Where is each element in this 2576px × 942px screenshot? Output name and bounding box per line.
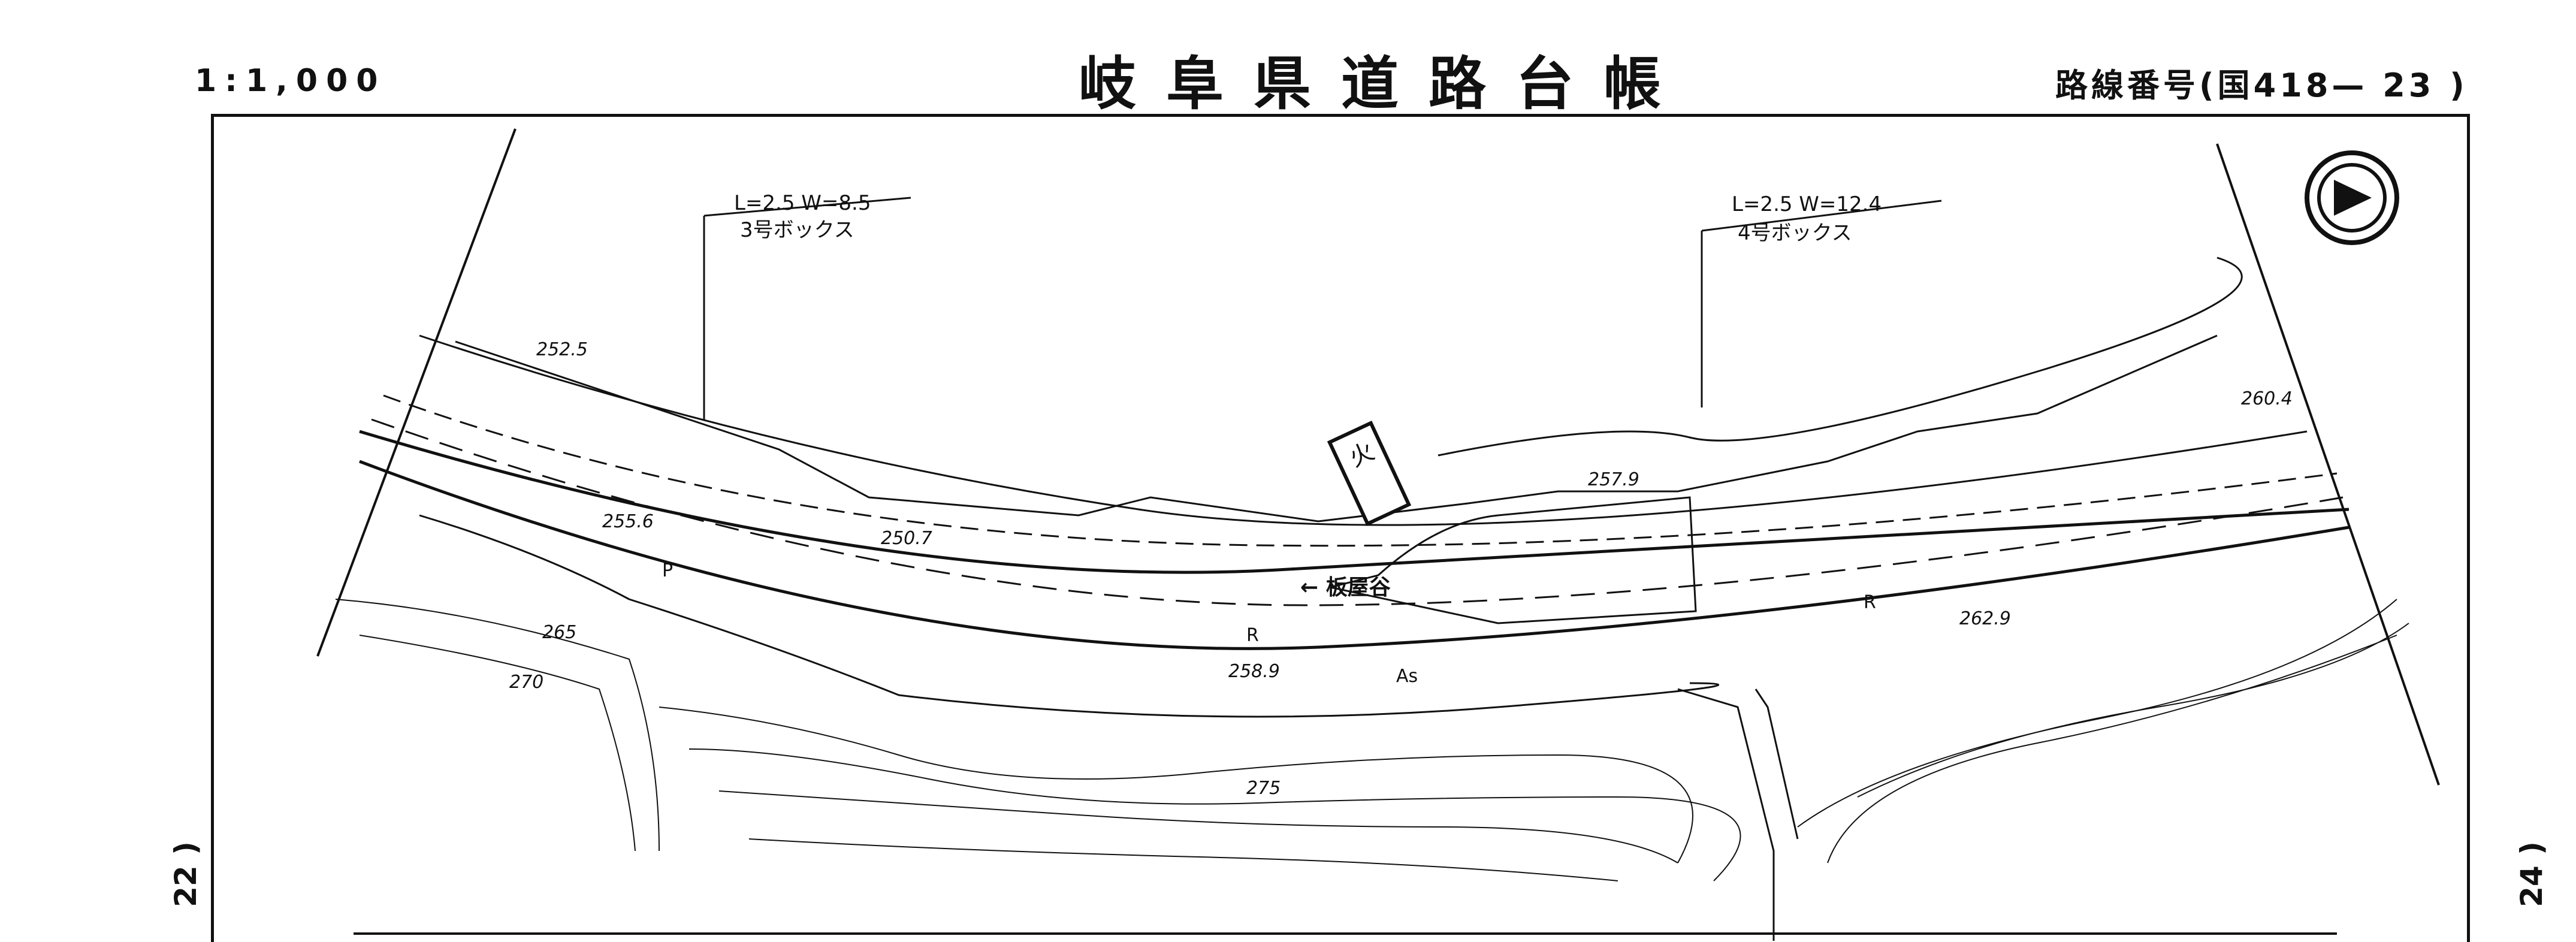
north-arrow-icon — [2305, 150, 2399, 245]
fire-hydrant-sign: 火 — [1327, 420, 1412, 527]
page-title: 岐阜県道路台帳 — [1079, 50, 1691, 117]
sheet-boundary-right — [2216, 143, 2440, 786]
valley-floor-2 — [1754, 689, 1799, 840]
culvert-callout-1: L=2.5 W=8.5 3号ボックス — [703, 191, 911, 419]
map-frame — [211, 114, 2470, 942]
retaining-wall-north — [455, 334, 2218, 523]
plot-outline — [1330, 496, 1697, 624]
road-centerline — [371, 418, 2344, 606]
route-number: 路線番号(国418— 23 ) — [2055, 67, 2468, 104]
river-bank — [419, 514, 1719, 718]
contour-label-270: 270 — [509, 672, 543, 693]
road-label-r-east: R — [1864, 592, 1876, 613]
culvert-1-dimensions: L=2.5 W=8.5 — [734, 191, 871, 215]
elevation-252-5: 252.5 — [536, 339, 588, 360]
elevation-250-7: 250.7 — [881, 528, 932, 549]
culvert-callout-2: L=2.5 W=12.4 4号ボックス — [1701, 192, 1942, 407]
elevation-257-9: 257.9 — [1588, 469, 1639, 490]
road-edge-south — [359, 460, 2349, 650]
contour-label-265: 265 — [542, 622, 576, 643]
contour-lines — [335, 599, 2409, 881]
map-scale: 1:1,000 — [195, 63, 386, 99]
elevation-255-6: 255.6 — [602, 511, 654, 532]
road-edge-outer-north — [419, 334, 2308, 526]
elevation-258-9: 258.9 — [1228, 661, 1280, 682]
road-edge-north — [359, 430, 2349, 574]
road-label-r: R — [1246, 625, 1259, 646]
culvert-2-dimensions: L=2.5 W=12.4 — [1732, 192, 1882, 216]
elevation-262-9: 262.9 — [1959, 608, 2011, 629]
culvert-2-type: 4号ボックス — [1738, 221, 1852, 245]
embankment-north — [1438, 256, 2243, 457]
road-label-as: As — [1396, 666, 1418, 687]
place-name-itayadani: ← 板屋谷 — [1300, 575, 1391, 600]
culvert-1-type: 3号ボックス — [740, 218, 854, 242]
contour-label-275: 275 — [1246, 778, 1281, 799]
sheet-boundary-left — [316, 128, 517, 657]
road-label-p: P — [662, 560, 673, 581]
valley-floor — [1677, 688, 1775, 941]
elevation-260-4: 260.4 — [2241, 388, 2293, 409]
